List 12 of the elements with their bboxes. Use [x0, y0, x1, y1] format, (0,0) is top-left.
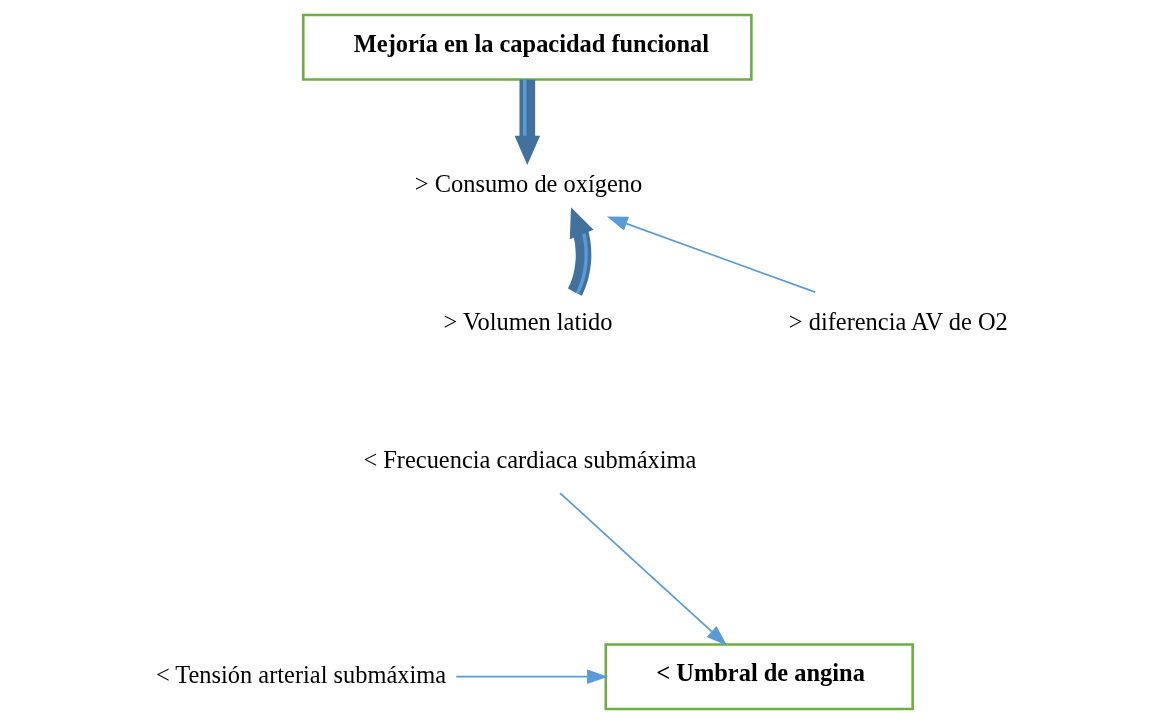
arrow [454, 669, 608, 685]
node-text: > diferencia AV de O2 [788, 308, 1008, 336]
arrow [514, 79, 540, 165]
node-text: > Consumo de oxígeno [414, 170, 642, 198]
node-text: < Frecuencia cardiaca submáxima [362, 445, 696, 473]
node-text: > Volumen latido [443, 308, 612, 336]
arrow [606, 216, 816, 294]
node-text: < Tensión arterial submáxima [155, 661, 446, 689]
node-box: < Umbral de angina [603, 643, 914, 711]
node-box: Mejoría en la capacidad funcional [301, 13, 753, 81]
arrow [567, 207, 594, 296]
arrow [558, 492, 727, 646]
